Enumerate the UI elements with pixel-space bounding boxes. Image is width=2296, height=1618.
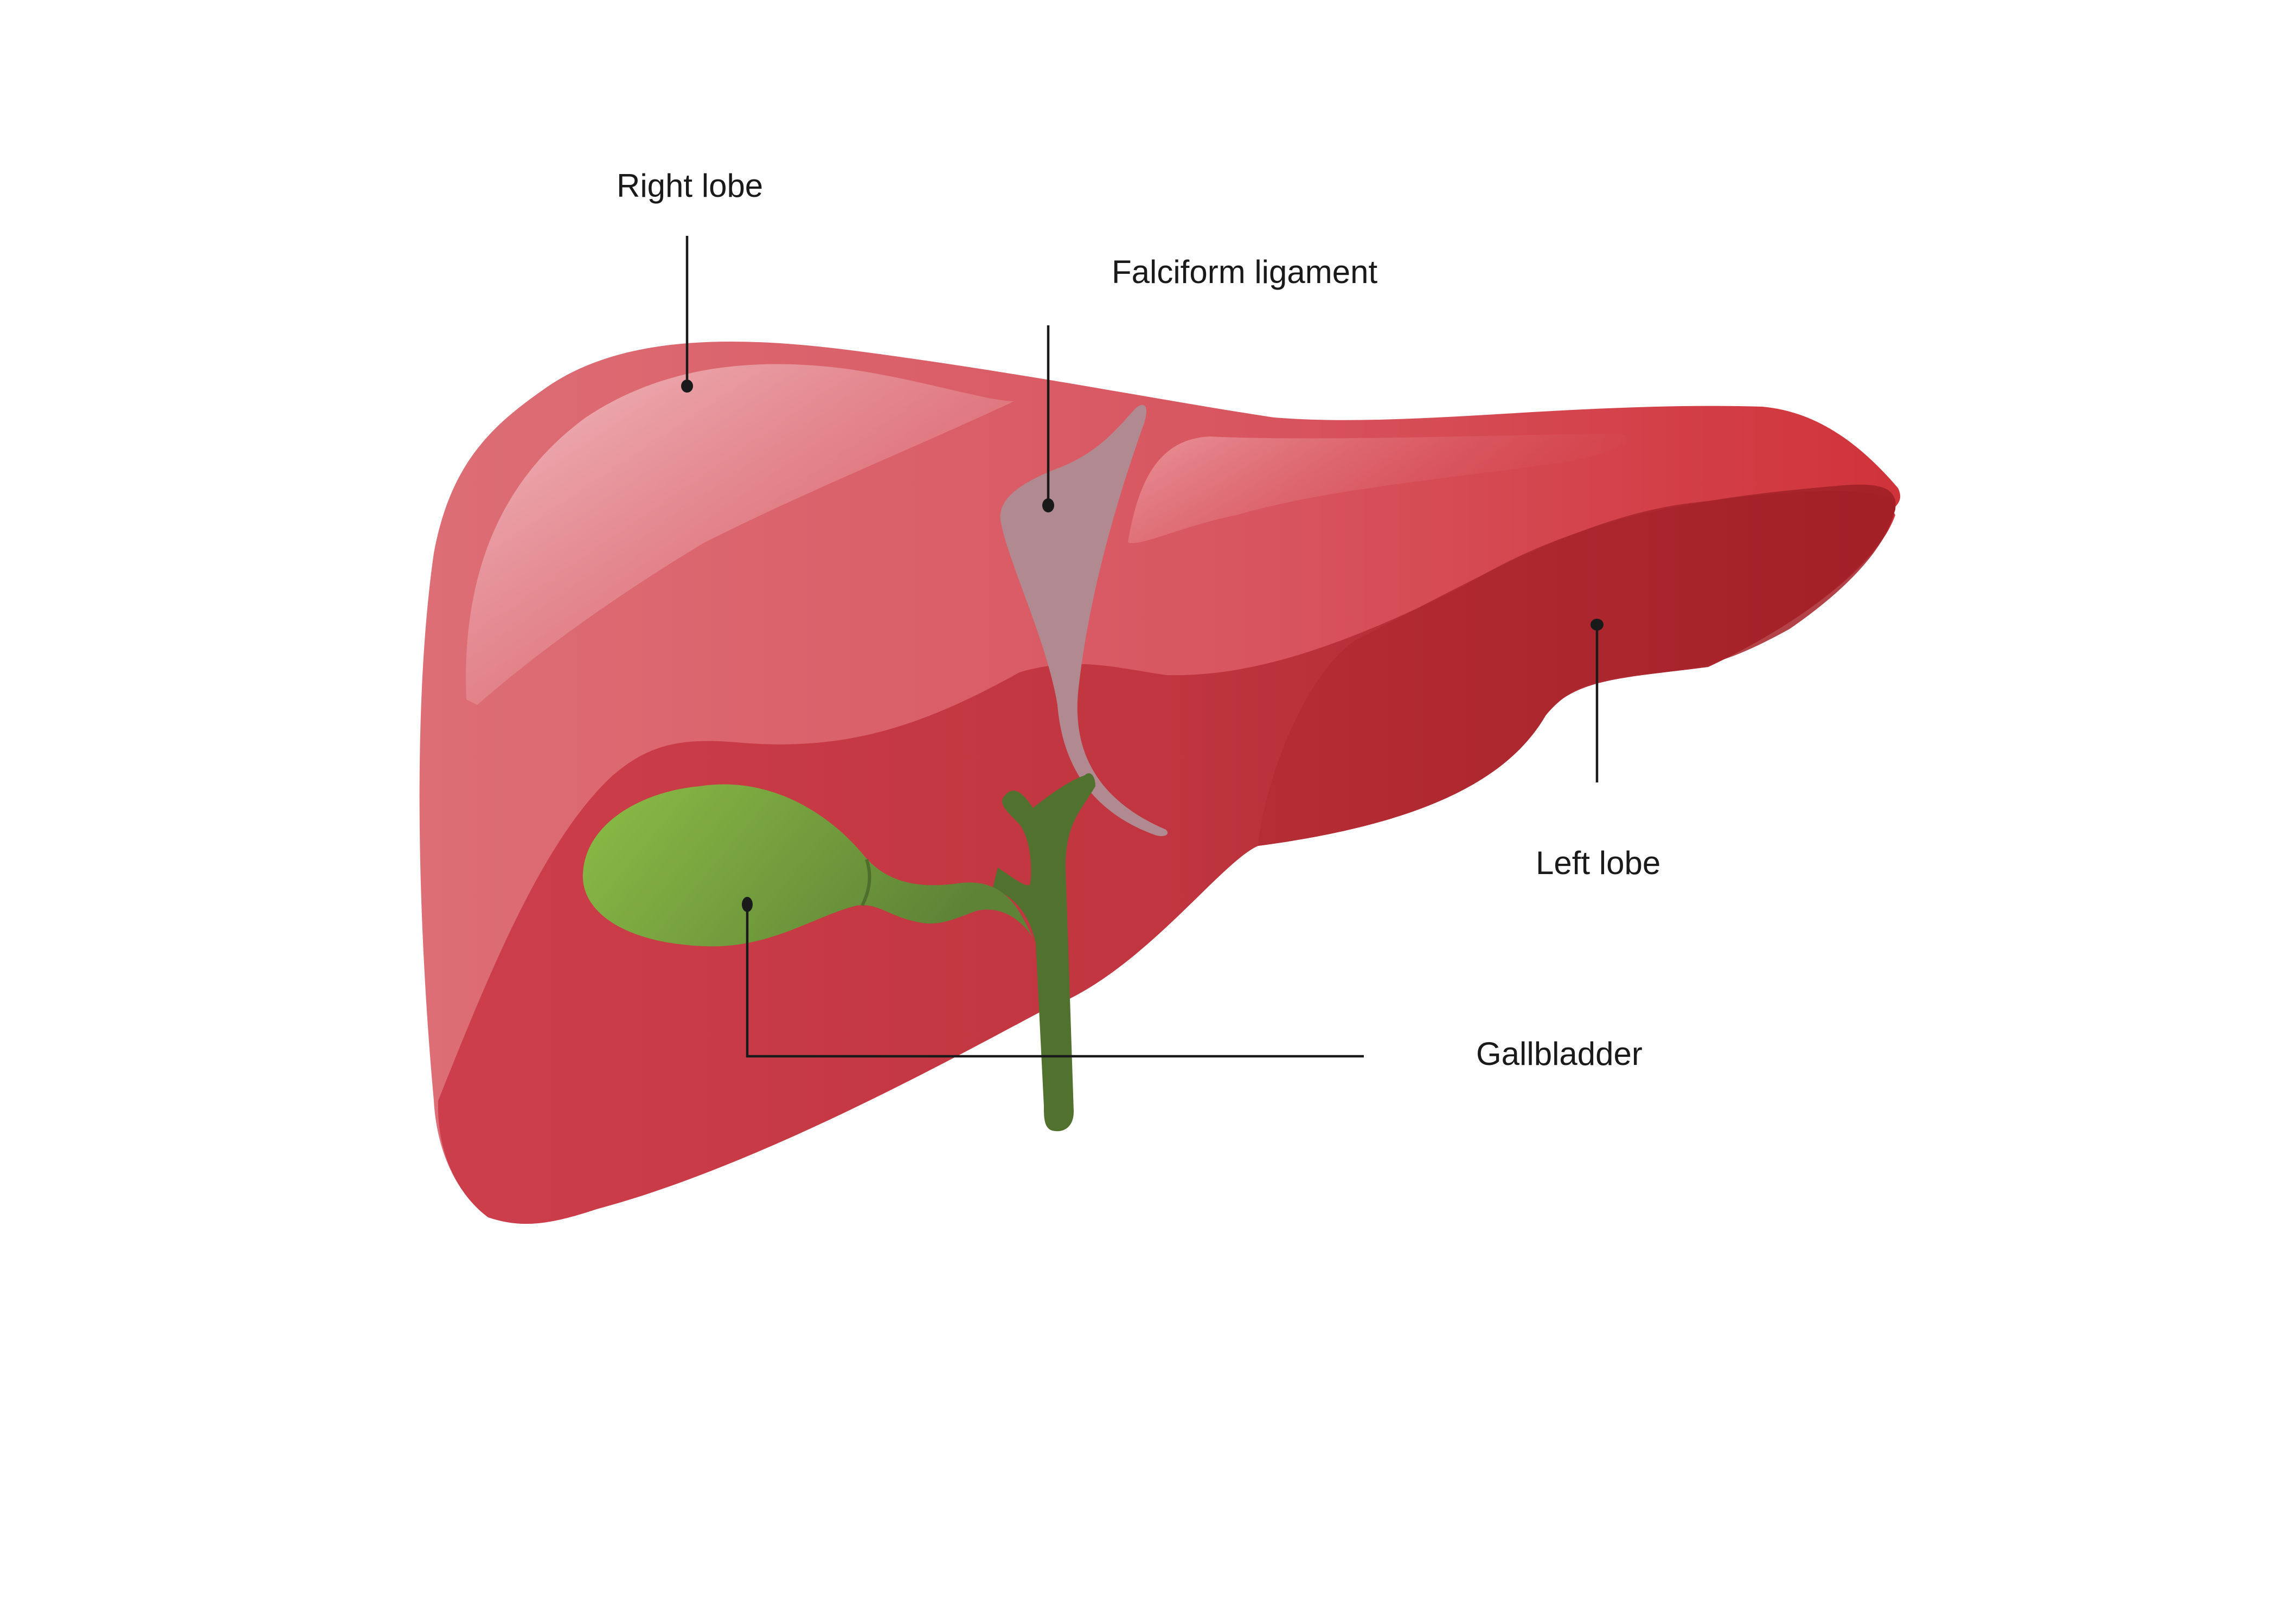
left-lobe-highlight — [1128, 434, 1628, 543]
falciform-marker-dot — [1042, 498, 1054, 512]
label-left-lobe: Left lobe — [1536, 619, 1660, 881]
left-lobe-label: Left lobe — [1536, 845, 1660, 881]
falciform-ligament-label: Falciform ligament — [1112, 254, 1377, 290]
right-lobe-marker-dot — [681, 380, 693, 393]
gallbladder-label: Gallbladder — [1476, 1036, 1643, 1072]
right-lobe-highlight — [466, 364, 1014, 705]
left-lobe-underside — [1258, 491, 1896, 846]
gallbladder — [582, 784, 1033, 947]
falciform-ligament — [1000, 404, 1168, 836]
gallbladder-leader-line — [746, 904, 1364, 1058]
left-lobe-marker-dot — [1590, 619, 1604, 631]
label-right-lobe: Right lobe — [617, 168, 763, 393]
gallbladder-neck-line — [861, 859, 871, 907]
label-falciform-ligament: Falciform ligament — [1042, 254, 1377, 512]
label-gallbladder: Gallbladder — [742, 897, 1643, 1072]
gallbladder-marker-dot — [742, 897, 753, 912]
right-lobe-label: Right lobe — [617, 168, 763, 204]
bile-duct — [992, 773, 1095, 1132]
